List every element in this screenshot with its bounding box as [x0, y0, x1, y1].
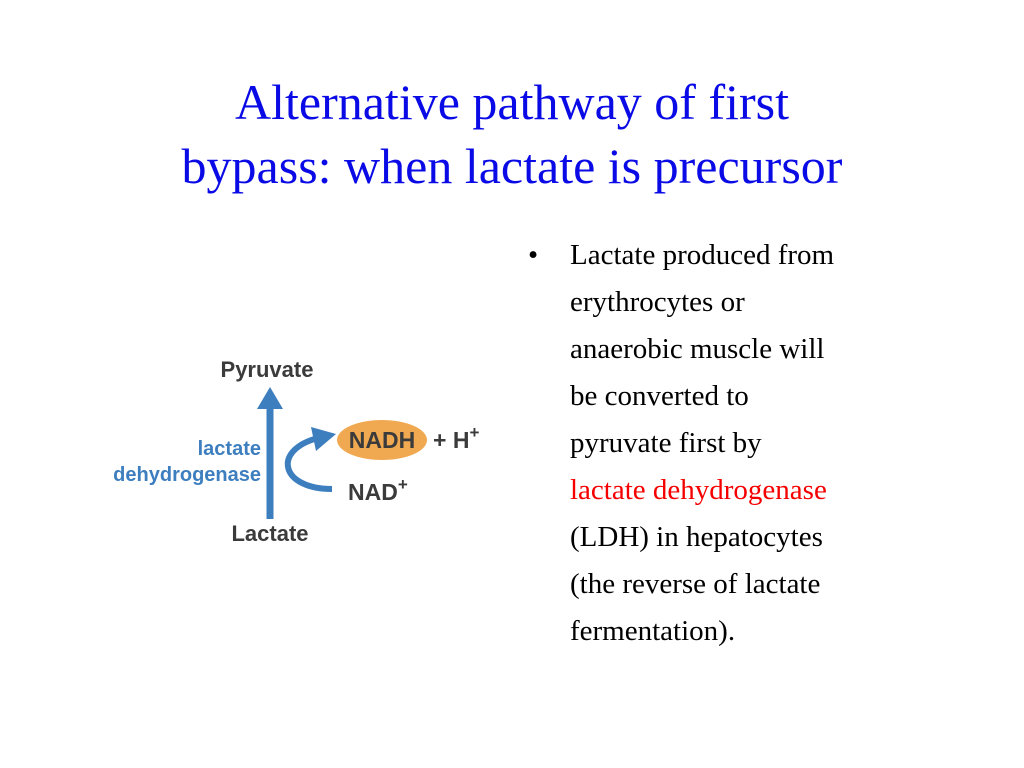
plus-h-label: + H+: [433, 423, 479, 453]
bullet-marker: •: [528, 239, 539, 271]
nadh-oval: [337, 420, 427, 460]
bullet-line: anaerobic muscle will: [570, 333, 825, 365]
plus-h-sup: +: [469, 423, 479, 442]
bullet-list: • Lactate produced from erythrocytes or …: [528, 232, 948, 655]
slide-title: Alternative pathway of first bypass: whe…: [40, 70, 984, 198]
bullet-line: (LDH) in hepatocytes: [570, 521, 823, 553]
title-line-1: Alternative pathway of first: [235, 74, 789, 130]
bullet-line: pyruvate first by: [570, 427, 762, 459]
plus-h-text: + H: [433, 427, 469, 453]
lactate-label: Lactate: [231, 521, 308, 546]
curved-arrow: [284, 435, 333, 492]
bullet-line: (the reverse of lactate: [570, 568, 821, 600]
pyruvate-label: Pyruvate: [221, 357, 314, 382]
bullet-line: be converted to: [570, 380, 749, 412]
nad-plus-label: NAD+: [348, 475, 408, 505]
nad-sup: +: [398, 475, 408, 494]
title-line-2: bypass: when lactate is precursor: [181, 138, 843, 194]
curved-arrow-head: [311, 427, 336, 451]
bullet-line: erythrocytes or: [570, 286, 745, 318]
bullet-line: fermentation).: [570, 615, 736, 647]
lactate-pyruvate-diagram: Pyruvate lactate dehydrogenase NADH + H+…: [80, 345, 510, 555]
bullet-text: Lactate produced from erythrocytes or an…: [570, 232, 948, 655]
bullet-item: • Lactate produced from erythrocytes or …: [528, 232, 948, 655]
diagram-svg: Pyruvate lactate dehydrogenase NADH + H+…: [113, 357, 479, 546]
enzyme-label-line1: lactate: [198, 438, 261, 460]
nadh-label: NADH: [349, 427, 415, 453]
bullet-line: Lactate produced from: [570, 239, 835, 271]
nad-text: NAD: [348, 479, 398, 505]
enzyme-label-line2: dehydrogenase: [113, 464, 261, 486]
enzyme-highlight: lactate dehydrogenase: [570, 474, 827, 506]
vertical-arrow-head: [257, 387, 283, 409]
